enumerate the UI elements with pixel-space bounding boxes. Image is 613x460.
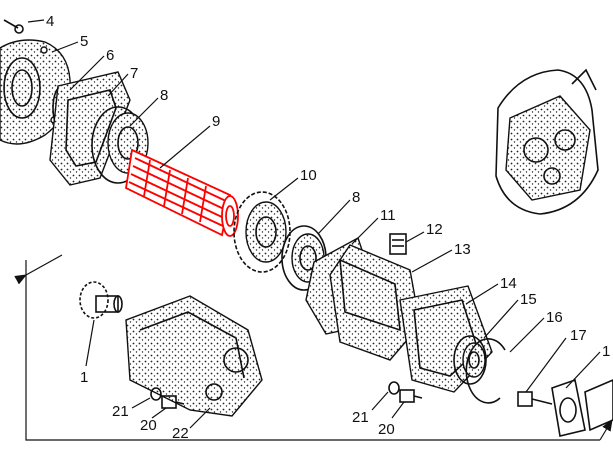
callout-15: 15 (520, 291, 537, 308)
callout-13: 13 (454, 241, 471, 258)
bolt-part-20-left (161, 395, 185, 409)
callout-16: 16 (546, 309, 563, 326)
callout-8a: 8 (160, 87, 168, 104)
callout-1: 1 (80, 369, 88, 386)
callout-labels: 4 5 6 7 8 9 10 8 11 12 13 14 15 16 17 1 … (46, 13, 610, 442)
gear-part-10 (233, 191, 291, 273)
washer-part-21-left (150, 387, 162, 401)
callout-5: 5 (80, 33, 88, 50)
gasket-part-7 (49, 71, 131, 186)
leader-lines (27, 19, 601, 429)
callout-14: 14 (500, 275, 517, 292)
callout-9: 9 (212, 113, 220, 130)
bolt-part-20-right (399, 389, 423, 403)
pinion-part-1 (79, 281, 123, 319)
bolt-part-17 (517, 391, 553, 407)
callout-8b: 8 (352, 189, 360, 206)
callout-18: 1 (602, 343, 610, 360)
callout-7: 7 (130, 65, 138, 82)
plug-part-12 (389, 233, 407, 255)
washer-part-21-right (388, 381, 400, 395)
housing-part-22 (125, 295, 263, 417)
assembly-bracket-line (14, 254, 613, 441)
callout-10: 10 (300, 167, 317, 184)
bearing-part-15 (453, 335, 487, 385)
callout-6: 6 (106, 47, 114, 64)
callout-22: 22 (172, 425, 189, 442)
callout-4: 4 (46, 13, 54, 30)
callout-21a: 21 (112, 403, 129, 420)
callout-20b: 20 (378, 421, 395, 438)
callout-11: 11 (380, 207, 396, 224)
callout-12: 12 (426, 221, 443, 238)
callout-17: 17 (570, 327, 587, 344)
snap-ring-part-16 (465, 338, 506, 404)
callout-20a: 20 (140, 417, 157, 434)
flange-part-18 (551, 378, 613, 437)
splined-shaft-part-9 (125, 148, 239, 237)
case-casting-upper-right (495, 68, 599, 215)
callout-21b: 21 (352, 409, 369, 426)
bolt-part-4 (3, 19, 24, 34)
